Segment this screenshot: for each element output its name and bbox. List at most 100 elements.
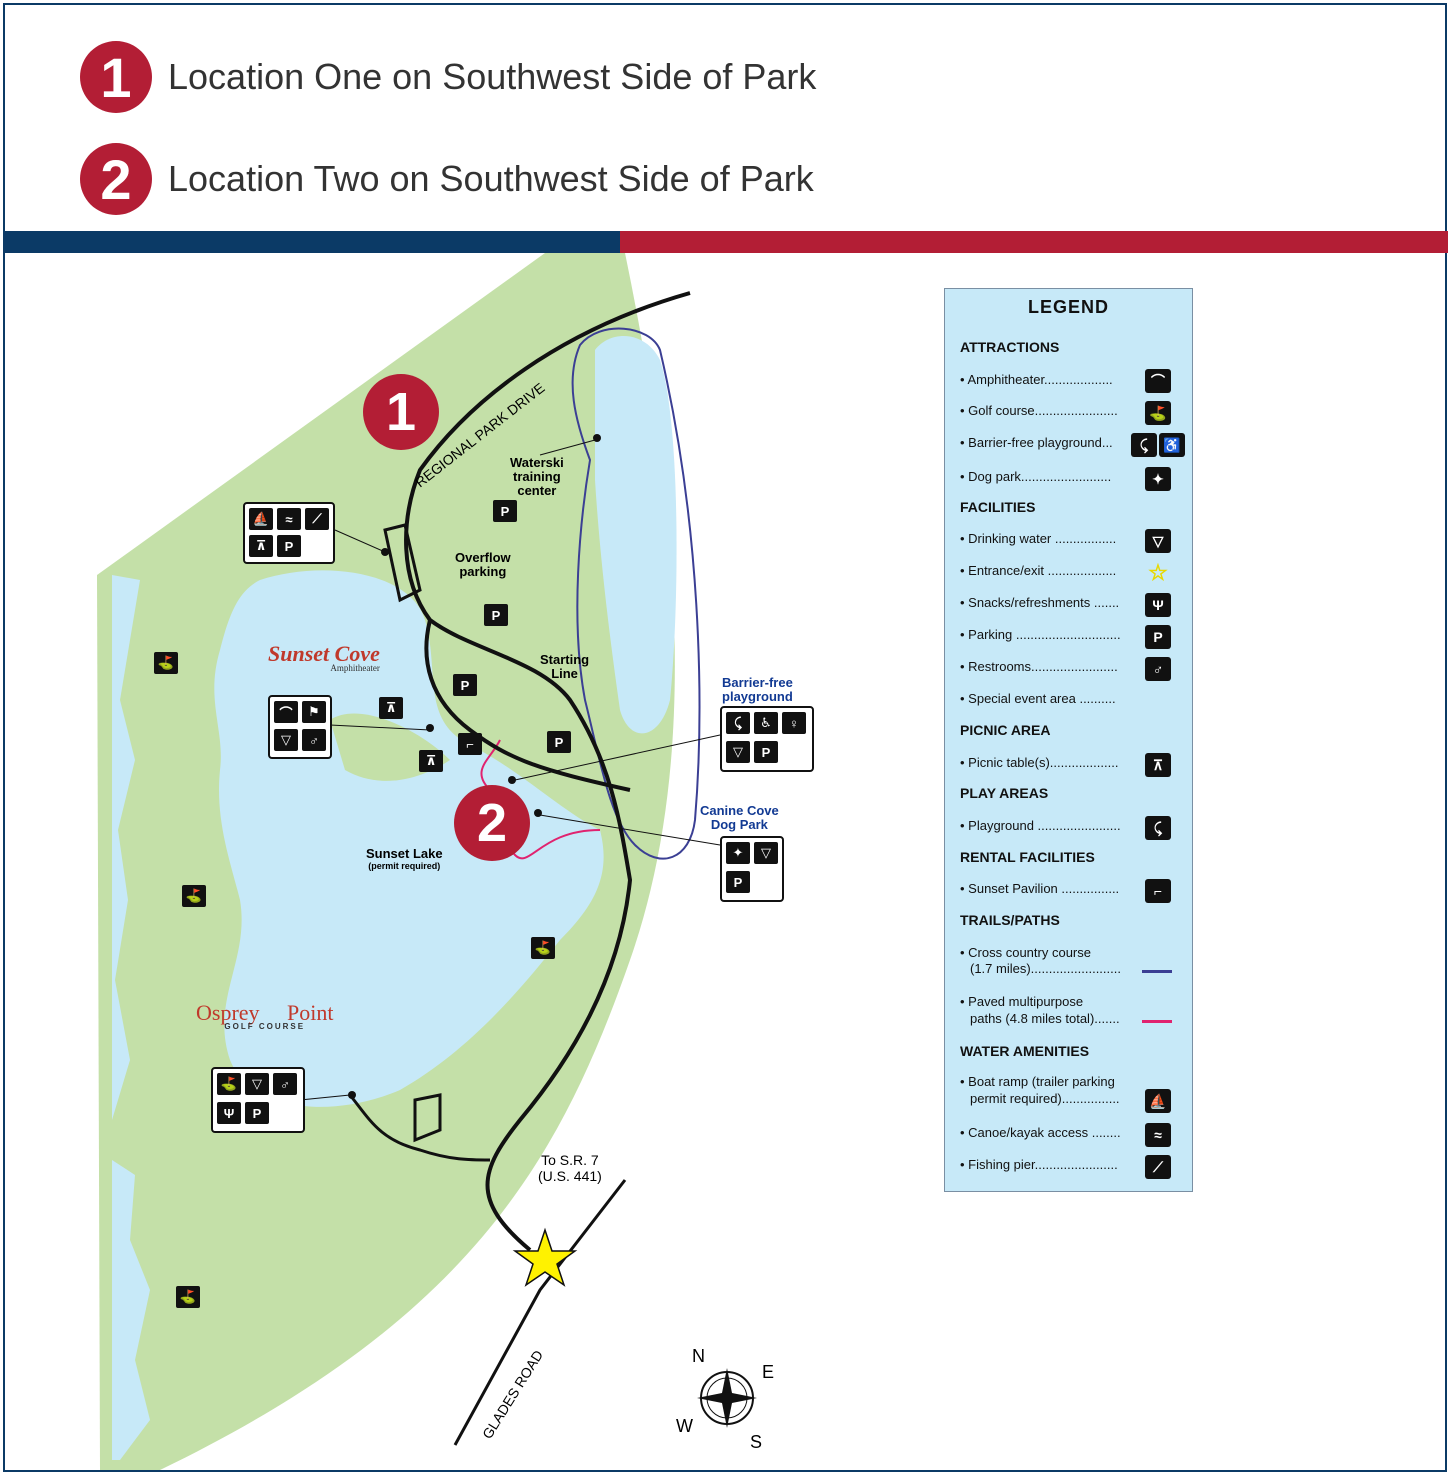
golf-icon: ⛳ — [531, 937, 555, 959]
legend-item-barrier-free: • Barrier-free playground... — [960, 435, 1113, 450]
label-sunset-lake: Sunset Lake(permit required) — [366, 846, 443, 872]
special-event-icon: ⚑ — [302, 701, 326, 723]
parking-icon: P — [547, 731, 571, 753]
location-one-row: 1 Location One on Southwest Side of Park — [80, 41, 816, 113]
drinking-water-icon: ▽ — [726, 741, 750, 763]
legend: LEGEND ATTRACTIONS • Amphitheater.......… — [944, 288, 1193, 1192]
canoe-icon: ≈ — [277, 508, 301, 530]
legend-item-pavilion: • Sunset Pavilion ................ — [960, 881, 1120, 896]
golf-icon: ⛳ — [1145, 401, 1171, 425]
location-two-badge: 2 — [80, 143, 152, 215]
restrooms-icon: ♀ — [782, 712, 806, 734]
legend-item-cross-country: • Cross country course — [960, 945, 1091, 960]
legend-item-drinking-water: • Drinking water ................. — [960, 531, 1117, 546]
label-sr7: To S.R. 7(U.S. 441) — [538, 1152, 602, 1184]
legend-item-golf: • Golf course....................... — [960, 403, 1118, 418]
golf-icon: ⛳ — [217, 1073, 241, 1095]
parking-icon: P — [726, 871, 750, 893]
accessible-icon: ♿ — [1159, 433, 1185, 457]
legend-section-facilities: FACILITIES — [960, 499, 1036, 515]
legend-item-boat-ramp-permit: permit required)................ — [970, 1091, 1120, 1106]
parking-icon: P — [484, 604, 508, 626]
waterski-lake — [595, 336, 677, 734]
map-badge-two: 2 — [454, 785, 530, 861]
west-ponds — [112, 575, 140, 1120]
glades-road — [453, 1179, 627, 1446]
amphitheater-icon: ⌒ — [1145, 369, 1171, 393]
playground-icon: ⤹ — [1131, 433, 1157, 457]
legend-item-canoe: • Canoe/kayak access ........ — [960, 1125, 1121, 1140]
legend-item-dog-park: • Dog park......................... — [960, 469, 1112, 484]
picnic-table-icon: ⊼ — [1145, 753, 1171, 777]
cross-country-path — [571, 327, 701, 860]
restrooms-icon: ♂ — [273, 1073, 297, 1095]
map-badge-one: 1 — [363, 374, 439, 450]
dog-park-icon: ✦ — [726, 842, 750, 864]
legend-section-picnic: PICNIC AREA — [960, 722, 1051, 738]
drinking-water-icon: ▽ — [1145, 529, 1171, 553]
location-two-text: Location Two on Southwest Side of Park — [168, 158, 814, 199]
boat-ramp-icon: ⛵ — [249, 508, 273, 530]
pavilion-icon: ⌐ — [1145, 879, 1171, 903]
parking-icon: P — [453, 674, 477, 696]
dog-park-icon-box: ✦▽ P — [720, 836, 784, 902]
southwest-pond — [112, 1160, 150, 1460]
osprey-point-logo: Osprey Point GOLF COURSE — [196, 1000, 334, 1032]
legend-item-boat-ramp: • Boat ramp (trailer parking — [960, 1074, 1115, 1089]
header: 1 Location One on Southwest Side of Park… — [5, 5, 1445, 231]
picnic-table-icon: ⊼ — [379, 697, 403, 719]
golf-access-road-2 — [413, 1093, 442, 1143]
parking-icon: P — [277, 535, 301, 557]
playground-icon-box: ⤹♿♀ ▽P — [720, 706, 814, 772]
amphitheater-icon: ⌒ — [274, 701, 298, 723]
regional-park-drive — [404, 291, 691, 1252]
legend-item-cross-country-miles: (1.7 miles)......................... — [970, 961, 1121, 976]
location-one-badge: 1 — [80, 41, 152, 113]
header-band-red — [620, 231, 1448, 253]
legend-item-entrance: • Entrance/exit ................... — [960, 563, 1117, 578]
entrance-star — [512, 1227, 578, 1287]
canoe-icon: ≈ — [1145, 1123, 1171, 1147]
golf-icon: ⛳ — [176, 1286, 200, 1308]
inner-loop-road — [424, 619, 631, 792]
compass-w: W — [676, 1416, 693, 1436]
compass-rose — [697, 1368, 757, 1428]
drinking-water-icon: ▽ — [274, 729, 298, 751]
drinking-water-icon: ▽ — [245, 1073, 269, 1095]
parking-icon: P — [1145, 625, 1171, 649]
compass-n: N — [692, 1346, 705, 1366]
legend-section-water: WATER AMENITIES — [960, 1043, 1090, 1059]
legend-section-trails: TRAILS/PATHS — [960, 912, 1060, 928]
legend-section-play: PLAY AREAS — [960, 785, 1049, 801]
snacks-icon: Ψ — [217, 1102, 241, 1124]
golf-icon: ⛳ — [154, 652, 178, 674]
amphitheater-icon-box: ⌒⚑ ▽♂ — [268, 695, 332, 759]
fishing-pier-icon: ⟋ — [1145, 1155, 1171, 1179]
parking-icon: P — [493, 500, 517, 522]
golf-access-road — [348, 1094, 491, 1162]
legend-item-parking: • Parking ............................. — [960, 627, 1121, 642]
legend-item-snacks: • Snacks/refreshments ....... — [960, 595, 1120, 610]
drinking-water-icon: ▽ — [754, 842, 778, 864]
parking-icon: P — [754, 741, 778, 763]
playground-icon: ⤹ — [726, 712, 750, 734]
legend-title: LEGEND — [1027, 297, 1109, 317]
snacks-icon: Ψ — [1145, 593, 1171, 617]
paved-path-line-swatch — [1142, 1020, 1172, 1023]
location-two-row: 2 Location Two on Southwest Side of Park — [80, 143, 814, 215]
pavilion-icon: ⌐ — [458, 733, 482, 755]
picnic-table-icon: ⊼ — [419, 750, 443, 772]
legend-item-restrooms: • Restrooms........................ — [960, 659, 1118, 674]
compass-s: S — [750, 1432, 762, 1452]
boat-ramp-icon-box: ⛵≈⟋ ⊼P — [243, 502, 335, 564]
location-one-text: Location One on Southwest Side of Park — [168, 56, 817, 97]
star-icon: ☆ — [1148, 560, 1168, 585]
picnic-table-icon: ⊼ — [249, 535, 273, 557]
road-label-glades: GLADES ROAD — [479, 1347, 546, 1441]
compass-e: E — [762, 1362, 774, 1382]
golf-icon: ⛳ — [182, 885, 206, 907]
